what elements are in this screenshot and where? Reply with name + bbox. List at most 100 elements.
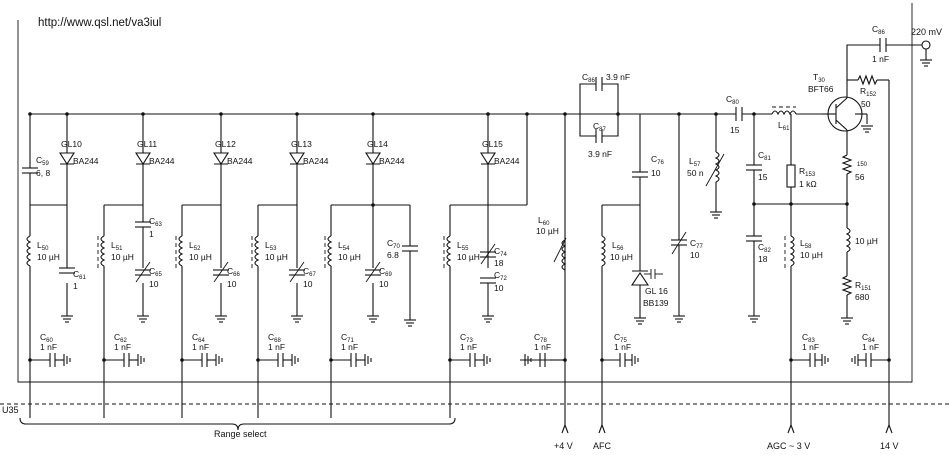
- band-inductor: [178, 235, 184, 267]
- agc-label: AGC ~ 3 V: [767, 441, 810, 451]
- gl16-value: BB139: [643, 298, 669, 308]
- decoupling-value: 1 nF: [114, 342, 131, 352]
- supply-14v-label: 14 V: [880, 441, 899, 451]
- r152-value: 50: [861, 99, 871, 109]
- inductor-value: 10 µH: [457, 252, 480, 262]
- output-terminal: [921, 40, 931, 50]
- base-network: L61 C81 15 C82 18 R153 1 kΩ L58 10 µH C8…: [746, 106, 847, 451]
- c86-label: C86: [582, 72, 595, 84]
- diode-type: BA244: [303, 156, 329, 166]
- r152-body: [857, 74, 878, 86]
- gl16-label: GL 16: [645, 286, 668, 296]
- supply-4v-section: +4 V C78 1 nF L60 10 µH: [520, 114, 573, 451]
- cap2-label: C72: [494, 270, 507, 282]
- c63-value: 1: [149, 229, 154, 239]
- diode-ref: GL10: [61, 139, 82, 149]
- diode-type: BA244: [494, 156, 520, 166]
- band-trimmer: [213, 261, 229, 283]
- r151-body: [841, 275, 853, 296]
- inductor-label: L52: [189, 240, 201, 252]
- decoupling-value: 1 nF: [192, 342, 209, 352]
- diode-type: BA244: [73, 156, 99, 166]
- transistor-section: T30 BFT66 R152 50 C86 1 nF 220 mV 150 56…: [808, 24, 942, 451]
- l61-coil: [771, 110, 797, 116]
- band-inductor: [26, 235, 32, 267]
- inductor-label: L51: [111, 240, 123, 252]
- trim-label: C61: [73, 269, 86, 281]
- inductor-label: L53: [265, 240, 277, 252]
- trim-label: C65: [149, 266, 162, 278]
- l60-label: L60: [538, 215, 550, 227]
- c76-label: C76: [651, 154, 664, 166]
- decoupling-label: C71: [341, 332, 354, 344]
- module-id: U35: [2, 405, 19, 415]
- decoupling-label: C60: [40, 332, 53, 344]
- r152-label: R152: [860, 86, 877, 98]
- band-diode: [479, 152, 497, 166]
- c81-value: 15: [758, 172, 768, 182]
- trim-value: 1: [73, 281, 78, 291]
- l57-value: 50 n: [687, 168, 704, 178]
- inductor-label: L54: [338, 240, 350, 252]
- band-trimmer: [480, 243, 496, 265]
- c70-label: C70: [387, 238, 400, 250]
- c86-c87-pair: C86 3.9 nF C87 3.9 nF: [563, 72, 630, 159]
- diode-ref: GL13: [291, 139, 312, 149]
- inductor-value: 10 µH: [111, 252, 134, 262]
- decoupling-value: 1 nF: [40, 342, 57, 352]
- board-outline: [17, 3, 913, 383]
- c80-label: C80: [726, 94, 739, 106]
- l60-coil: [561, 239, 567, 271]
- t30-label: T30: [813, 72, 826, 84]
- decoupling-label: C73: [460, 332, 473, 344]
- decoupling-label: C68: [268, 332, 281, 344]
- trim-value: 10: [379, 279, 389, 289]
- diode-type: BA244: [379, 156, 405, 166]
- t30-type: BFT66: [808, 84, 834, 94]
- tank-section: C77 10 L57 50 n C80 15: [671, 94, 772, 323]
- c77-label: C77: [690, 238, 703, 250]
- diode-ref: GL12: [215, 139, 236, 149]
- diode-type: BA244: [149, 156, 175, 166]
- inductor-value: 10 µH: [189, 252, 212, 262]
- l58-label: L58: [800, 238, 812, 250]
- c80-value: 15: [730, 125, 740, 135]
- gl16-varicap: [630, 270, 650, 286]
- diode-ref: GL15: [482, 139, 503, 149]
- inductor-value: 10 µH: [265, 252, 288, 262]
- c87-value: 3.9 nF: [588, 149, 612, 159]
- c77-value: 10: [690, 250, 700, 260]
- l57-label: L57: [689, 156, 701, 168]
- l56-coil: [600, 235, 606, 267]
- supply-4v-label: +4 V: [554, 441, 573, 451]
- l61-label: L61: [778, 120, 790, 132]
- r153-label: R153: [799, 166, 816, 178]
- l60-value: 10 µH: [536, 226, 559, 236]
- inductor-value: 10 µH: [338, 252, 361, 262]
- c86-out-value: 1 nF: [872, 54, 889, 64]
- band-inductor: [446, 235, 452, 267]
- c75-label: C75: [614, 332, 627, 344]
- trim-value: 10: [303, 279, 313, 289]
- c82-label: C82: [758, 242, 771, 254]
- range-select-label: Range select: [214, 429, 267, 439]
- inductor-label: L50: [37, 240, 49, 252]
- diode-ref: GL14: [367, 139, 388, 149]
- band-inductor: [254, 235, 260, 267]
- band-diode: [134, 152, 152, 166]
- decoupling-label: C64: [192, 332, 205, 344]
- c78-value: 1 nF: [534, 342, 551, 352]
- trim-value: 10: [227, 279, 237, 289]
- trim-value: 18: [494, 258, 504, 268]
- c82-value: 18: [758, 254, 768, 264]
- l60-inductor: [553, 237, 567, 271]
- c70-value: 6.8: [387, 250, 399, 260]
- afc-label: AFC: [593, 441, 612, 451]
- decoupling-value: 1 nF: [460, 342, 477, 352]
